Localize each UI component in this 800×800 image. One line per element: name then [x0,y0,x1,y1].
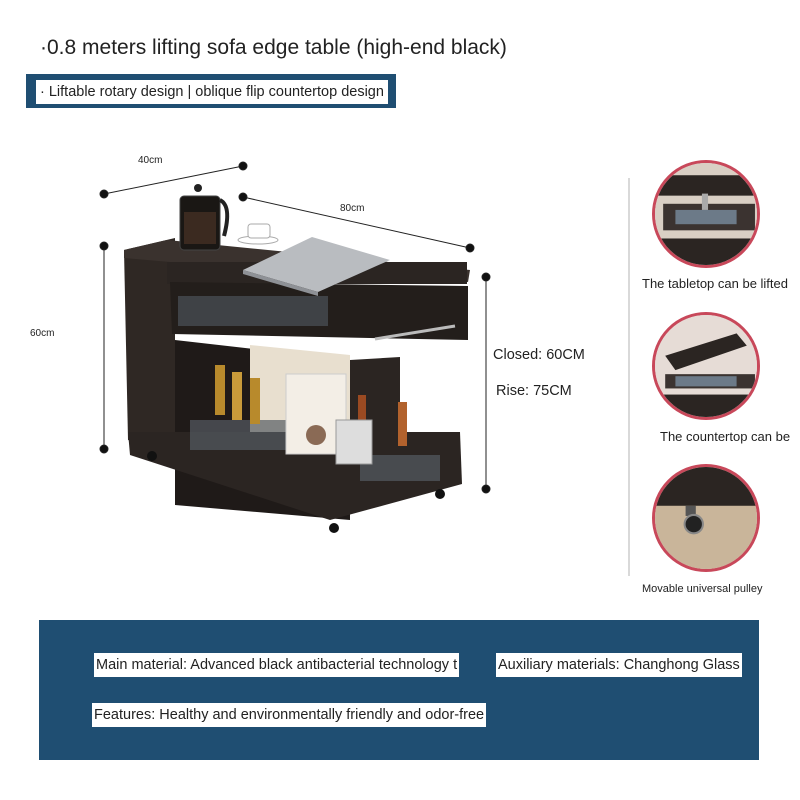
flip-countertop-icon [652,312,760,420]
rise-height-label: Rise: 75CM [496,383,572,399]
width-dimension-label: 40cm [138,155,163,166]
product-illustration [99,161,491,533]
features-text: Features: Healthy and environmentally fr… [92,703,487,727]
main-material-text: Main material: Advanced black antibacter… [94,653,460,677]
lift-mechanism-icon [652,160,760,268]
closed-height-label: Closed: 60CM [493,347,585,363]
feature-caption-pulley: Movable universal pulley [642,583,763,595]
length-dimension-label: 80cm [340,203,365,214]
auxiliary-material-text: Auxiliary materials: Changhong Glass [496,653,742,677]
materials-panel [39,620,759,760]
caster-wheel-icon [652,464,760,572]
feature-divider [628,178,630,576]
feature-caption-lift: The tabletop can be lifted [642,276,788,291]
height-dimension-label: 60cm [30,328,55,339]
feature-caption-flip: The countertop can be [660,429,791,444]
subtitle-text: · Liftable rotary design | oblique flip … [36,80,388,104]
page-title: ·0.8 meters lifting sofa edge table (hig… [40,36,507,59]
